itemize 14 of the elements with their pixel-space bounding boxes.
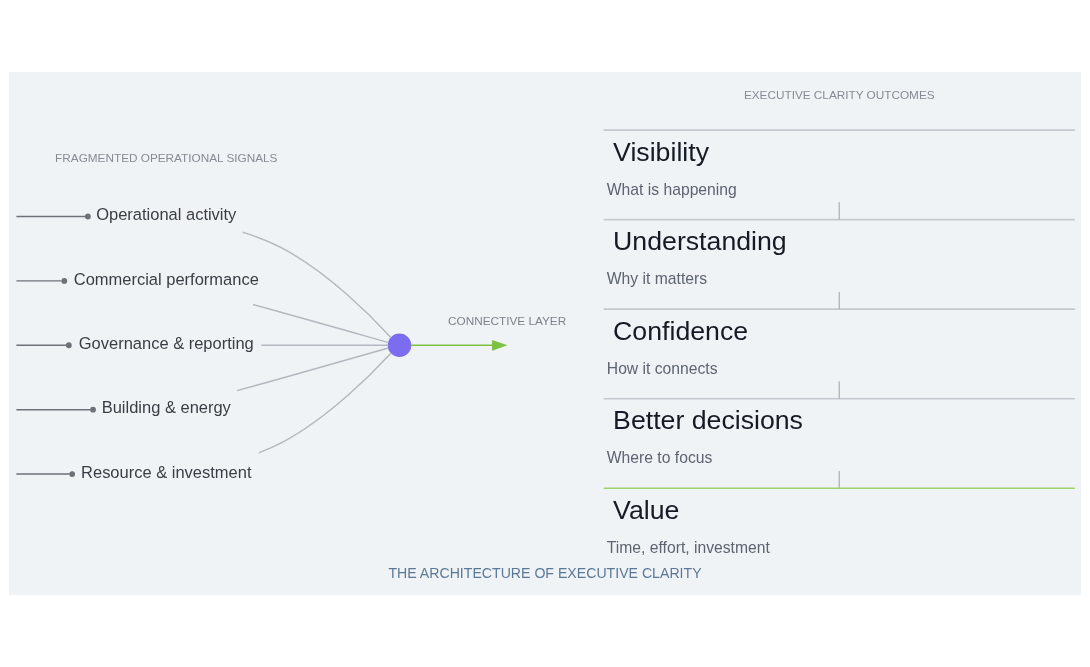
node-text: Better decisions Where to focus [606, 405, 803, 467]
node-text: Commercial performance [73, 269, 259, 288]
label: FRAGMENTED OPERATIONAL SIGNALS [55, 150, 278, 164]
node-text: Understanding Why it matters [606, 226, 787, 288]
node-text: Resource & investment [81, 462, 252, 481]
node-text: Visibility What is happening [606, 136, 737, 198]
node-text: Building & energy [101, 398, 231, 417]
caption: THE ARCHITECTURE OF EXECUTIVE CLARITY [388, 565, 702, 582]
node-text: Operational activity [96, 205, 237, 224]
node-text: Confidence How it connects [606, 315, 749, 377]
node-text: Governance & reporting [78, 334, 254, 353]
node-label: CONNECTIVE LAYER [448, 313, 567, 327]
label: EXECUTIVE CLARITY OUTCOMES [743, 87, 935, 101]
node-text: Value Time, effort, investment [606, 494, 770, 556]
